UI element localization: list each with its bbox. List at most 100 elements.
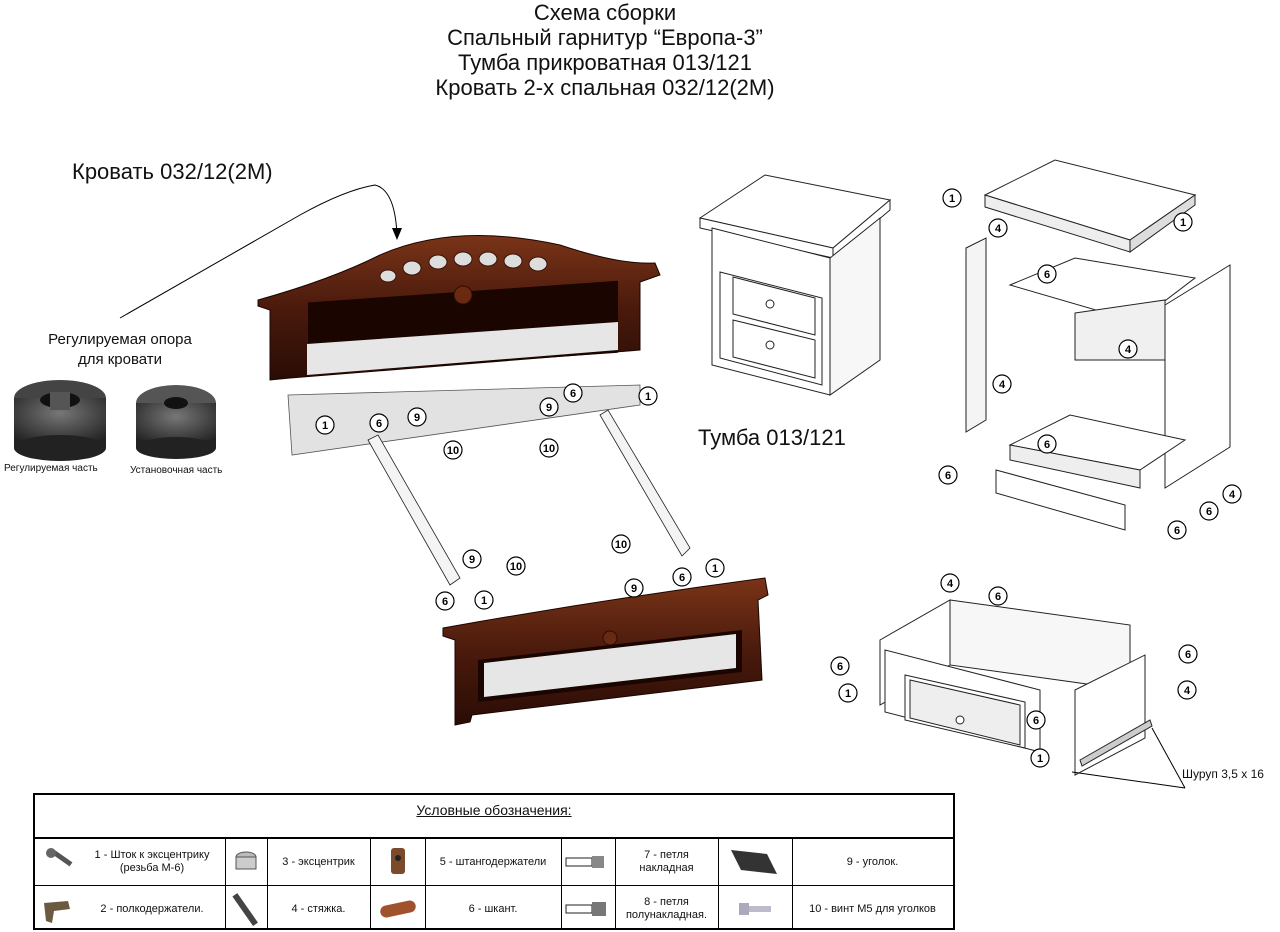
callout-number: 9 bbox=[546, 402, 552, 414]
legend-divider bbox=[718, 837, 719, 930]
callout-circle bbox=[988, 218, 1008, 238]
callout-circle bbox=[1167, 520, 1187, 540]
callout-number: 6 bbox=[945, 470, 951, 482]
title-line-3: Тумба прикроватная 013/121 bbox=[457, 50, 752, 75]
legend-item-text: полунакладная. bbox=[625, 909, 708, 921]
m5-screw-icon bbox=[718, 886, 792, 932]
legend-item-1: 1 - Шток к эксцентрику(резьба М-6) bbox=[79, 839, 225, 885]
support-label-line2: для кровати bbox=[77, 351, 163, 368]
legend-item-3: 3 - эксцентрик bbox=[282, 855, 355, 868]
callout-circle bbox=[624, 578, 644, 598]
callout-circle bbox=[638, 386, 658, 406]
legend-item-text: 7 - петля bbox=[644, 849, 689, 861]
callout-circle bbox=[563, 383, 583, 403]
callout-circle bbox=[443, 440, 463, 460]
callout-number: 10 bbox=[543, 443, 555, 455]
rod-holder-icon bbox=[370, 839, 425, 885]
diagram-title: Схема сборки Спальный гарнитур “Европа-3… bbox=[0, 0, 1210, 100]
callout-number: 6 bbox=[1044, 269, 1050, 281]
callout-number: 1 bbox=[645, 391, 651, 403]
legend-item-text: 8 - петля bbox=[644, 896, 689, 908]
title-line-4: Кровать 2-х спальная 032/12(2М) bbox=[435, 75, 775, 100]
side-rail-left bbox=[367, 434, 461, 586]
legend-divider bbox=[425, 837, 426, 930]
callout-number: 10 bbox=[447, 445, 459, 457]
legend-item-2: 2 - полкодержатели. bbox=[100, 902, 204, 915]
callout-circle bbox=[938, 465, 958, 485]
screw-label: Шуруп 3,5 х 16 bbox=[1182, 767, 1264, 781]
corner-bracket-icon bbox=[718, 839, 792, 885]
callout-number: 9 bbox=[414, 412, 420, 424]
callout-number: 6 bbox=[570, 388, 576, 400]
legend-grid: 1 - Шток к эксцентрику(резьба М-6) 3 - э… bbox=[35, 837, 953, 932]
callout-number: 4 bbox=[1125, 344, 1132, 356]
callout-number: 1 bbox=[845, 688, 851, 700]
callout-circle bbox=[407, 407, 427, 427]
callout-circle bbox=[992, 374, 1012, 394]
bed-label: Кровать 032/12(2М) bbox=[72, 159, 273, 184]
legend-item-text: (резьба М-6) bbox=[119, 862, 185, 874]
callout-number: 4 bbox=[947, 578, 954, 590]
callout-number: 9 bbox=[631, 583, 637, 595]
callout-number: 1 bbox=[949, 193, 955, 205]
callout-circle bbox=[474, 590, 494, 610]
legend-divider bbox=[792, 837, 793, 930]
legend-divider bbox=[370, 837, 371, 930]
callout-number: 10 bbox=[615, 539, 627, 551]
title-line-1: Схема сборки bbox=[533, 0, 677, 25]
legend-row: 2 - полкодержатели. 4 - стяжка. 6 - шкан… bbox=[35, 885, 953, 932]
callout-number: 4 bbox=[1229, 489, 1236, 501]
legend-item-5: 5 - штангодержатели bbox=[439, 855, 547, 868]
callout-number: 1 bbox=[322, 420, 328, 432]
legend-divider bbox=[561, 837, 562, 930]
callout-circle bbox=[705, 558, 725, 578]
callout-circle bbox=[369, 413, 389, 433]
callout-number: 6 bbox=[1206, 506, 1212, 518]
callout-circle bbox=[435, 591, 455, 611]
overlay-hinge-icon bbox=[561, 839, 615, 885]
legend-title: Условные обозначения: bbox=[416, 802, 572, 818]
callout-circle bbox=[1037, 434, 1057, 454]
screw-tie-icon bbox=[225, 886, 267, 932]
legend-item-text: накладная bbox=[639, 862, 694, 874]
legend-item-9: 9 - уголок. bbox=[846, 855, 899, 868]
callout-circle bbox=[838, 683, 858, 703]
callout-number: 6 bbox=[837, 661, 843, 673]
callout-number: 4 bbox=[995, 223, 1002, 235]
callout-circle bbox=[1173, 212, 1193, 232]
callout-circle bbox=[942, 188, 962, 208]
callout-number: 1 bbox=[481, 595, 487, 607]
side-rail-right bbox=[599, 409, 691, 557]
callout-circle bbox=[940, 573, 960, 593]
callout-circle bbox=[830, 656, 850, 676]
eccentric-rod-icon bbox=[35, 839, 81, 885]
dowel-icon bbox=[370, 886, 425, 932]
half-overlay-hinge-icon bbox=[561, 886, 615, 932]
legend-item-6: 6 - шкант. bbox=[468, 902, 518, 915]
callout-number: 1 bbox=[1037, 753, 1043, 765]
callout-number: 1 bbox=[1180, 217, 1186, 229]
callout-circle bbox=[1030, 748, 1050, 768]
callout-circle bbox=[1178, 644, 1198, 664]
callout-circle bbox=[1199, 501, 1219, 521]
callout-number: 6 bbox=[442, 596, 448, 608]
legend-item-text: 1 - Шток к эксцентрику bbox=[94, 849, 210, 861]
callout-number: 4 bbox=[1184, 685, 1191, 697]
callout-number: 6 bbox=[679, 572, 685, 584]
callout-circle bbox=[539, 438, 559, 458]
callout-circle bbox=[1177, 680, 1197, 700]
legend-divider bbox=[267, 837, 268, 930]
callout-number: 9 bbox=[469, 554, 475, 566]
callout-circle bbox=[1118, 339, 1138, 359]
screw-pointer bbox=[1071, 727, 1186, 789]
callout-circle bbox=[462, 549, 482, 569]
callout-number: 6 bbox=[995, 591, 1001, 603]
callout-circle bbox=[611, 534, 631, 554]
footboard bbox=[442, 577, 769, 726]
adjustable-support-icon bbox=[14, 380, 106, 461]
mounting-support-icon bbox=[136, 385, 216, 459]
callout-number: 6 bbox=[376, 418, 382, 430]
